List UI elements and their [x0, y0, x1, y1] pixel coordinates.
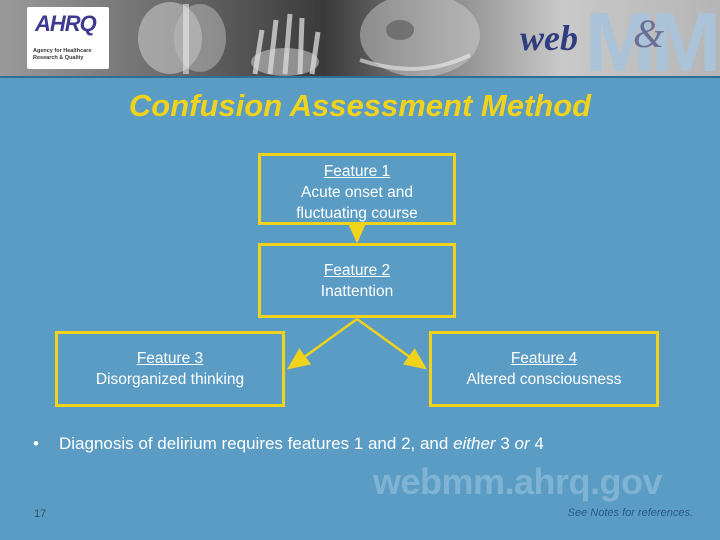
brand-mm: MM — [585, 0, 720, 76]
arrow-f2-to-f4 — [356, 317, 428, 370]
references-note: See Notes for references. — [567, 507, 693, 519]
feature-1-desc: Acute onset and fluctuating course — [296, 184, 418, 222]
logo-text: AHRQ — [35, 11, 97, 36]
bullet-text-mid: 3 — [495, 434, 515, 453]
feature-4-desc: Altered consciousness — [466, 371, 622, 388]
feature-1-box: Feature 1 Acute onset and fluctuating co… — [258, 153, 456, 225]
site-watermark: webmm.ahrq.gov — [373, 461, 663, 502]
bullet-text-either: either — [453, 434, 496, 453]
slide-title: Confusion Assessment Method — [128, 88, 592, 123]
logo-subtitle: Agency for Healthcare Research & Quality — [33, 48, 92, 61]
ahrq-logo[interactable]: AHRQ Agency for Healthcare Research & Qu… — [27, 7, 109, 69]
xray-collage-image — [138, 0, 480, 76]
feature-3-box: Feature 3 Disorganized thinking — [55, 331, 285, 407]
feature-4-heading: Feature 4 — [510, 350, 578, 367]
feature-3-heading: Feature 3 — [136, 350, 204, 367]
header-divider — [0, 76, 720, 78]
bullet-text-after: 4 — [529, 434, 544, 453]
feature-2-desc: Inattention — [320, 283, 394, 300]
header-banner: AHRQ Agency for Healthcare Research & Qu… — [0, 0, 720, 76]
feature-2-box: Feature 2 Inattention — [258, 243, 456, 318]
brand-amp: & — [633, 11, 665, 56]
arrow-f2-to-f3 — [286, 317, 358, 370]
bullet-text-or: or — [514, 434, 530, 453]
feature-1-heading: Feature 1 — [323, 163, 391, 180]
feature-4-box: Feature 4 Altered consciousness — [429, 331, 659, 407]
bullet-point: • Diagnosis of delirium requires features… — [33, 434, 713, 454]
brand-web: web — [520, 18, 578, 58]
bullet-text-before: Diagnosis of delirium requires features … — [59, 434, 454, 453]
bullet-marker: • — [33, 434, 39, 453]
feature-3-desc: Disorganized thinking — [95, 371, 245, 388]
feature-2-heading: Feature 2 — [323, 262, 391, 279]
slide-number: 17 — [34, 508, 47, 520]
